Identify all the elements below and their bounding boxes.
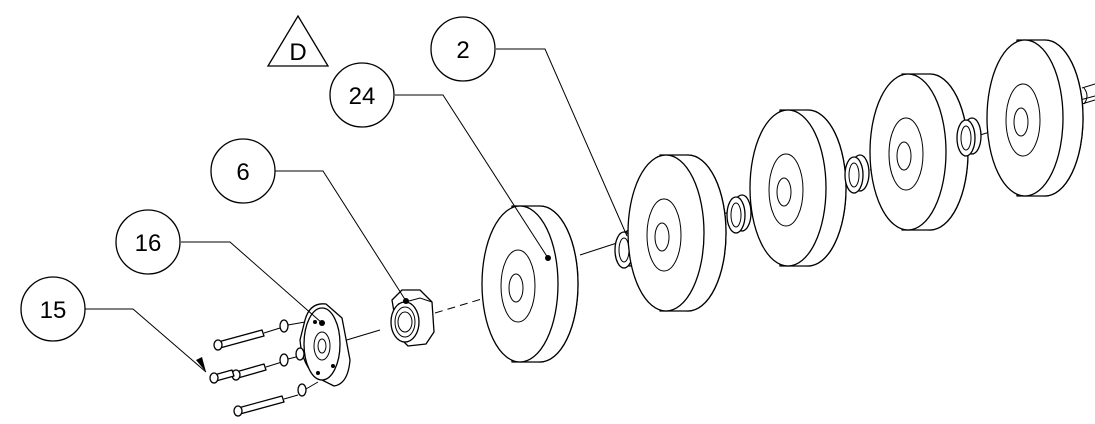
callout-16-label: 16 — [135, 230, 162, 257]
wheel-part-24 — [481, 205, 579, 363]
callout-2-label: 2 — [456, 37, 469, 64]
callout-24-label: 24 — [349, 83, 376, 110]
callout-6: 6 — [210, 138, 407, 302]
revision-label: D — [289, 39, 306, 66]
callout-15: 15 — [20, 276, 207, 373]
bolt-set-part-15 — [209, 319, 319, 417]
wheel-5 — [986, 39, 1084, 197]
hub-flange-part-16 — [299, 303, 351, 387]
wheel-4 — [869, 73, 969, 231]
callout-24: 24 — [329, 62, 549, 259]
callout-15-label: 15 — [40, 297, 67, 324]
spacer-ring-a — [726, 194, 752, 234]
hex-nut-part-6 — [390, 289, 435, 347]
callout-6-label: 6 — [236, 159, 249, 186]
leader-arrowhead — [196, 357, 206, 372]
callout-2: 2 — [430, 16, 628, 237]
wheel-2 — [627, 154, 727, 312]
wheel-3 — [749, 109, 847, 267]
spacer-ring-c — [956, 117, 982, 157]
callout-16: 16 — [115, 209, 323, 324]
revision-marker: D — [266, 14, 330, 67]
shaft-end — [1081, 83, 1095, 105]
spacer-ring-b — [844, 154, 870, 194]
